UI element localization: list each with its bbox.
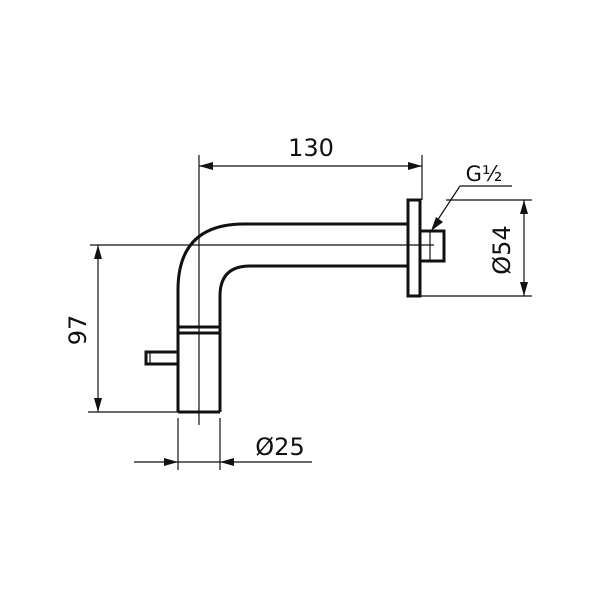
dimension-d25: Ø25 [134, 418, 312, 470]
label-d25: Ø25 [255, 433, 304, 461]
side-pin [144, 350, 178, 366]
callout-arrow [431, 217, 443, 231]
arrow-130-left [199, 162, 213, 170]
label-thread: G½ [466, 162, 503, 186]
spout-body [176, 222, 408, 414]
arrow-130-right [408, 162, 422, 170]
dimension-d54: Ø54 [420, 199, 532, 297]
thread-callout: G½ [431, 162, 512, 231]
spout-inner-edge [218, 264, 408, 412]
arrow-d54-bottom [520, 282, 528, 296]
label-d54: Ø54 [488, 225, 516, 274]
arrow-97-top [94, 245, 102, 259]
flange-plate [406, 198, 422, 298]
arrow-d25-left [164, 458, 178, 466]
wall-flange [406, 198, 446, 298]
arrow-d25-right [220, 458, 234, 466]
arrow-d54-top [520, 200, 528, 214]
dimension-130: 130 [199, 134, 423, 200]
label-130: 130 [288, 134, 334, 162]
reference-lines [90, 155, 434, 425]
arrow-97-bottom [94, 398, 102, 412]
spout-outer-edge [176, 222, 408, 412]
label-97: 97 [64, 315, 92, 346]
thread-connector [418, 229, 446, 263]
dimension-97: 97 [64, 245, 178, 413]
side-pin-outline [144, 350, 178, 366]
